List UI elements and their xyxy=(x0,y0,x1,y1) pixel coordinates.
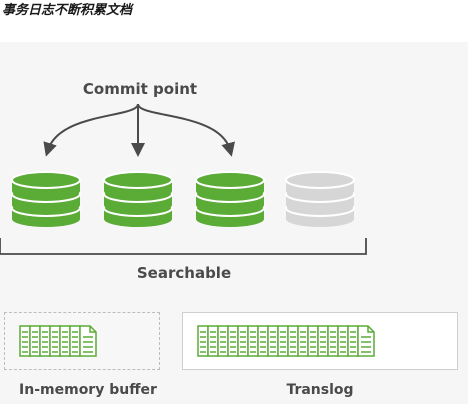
buffer-doc-1 xyxy=(19,325,31,357)
segment-1 xyxy=(11,171,81,227)
buffer-doc-2 xyxy=(29,325,41,357)
translog-doc-1 xyxy=(197,325,209,357)
translog-doc-14 xyxy=(327,325,339,357)
in-memory-buffer-label: In-memory buffer xyxy=(19,382,157,398)
segments xyxy=(11,171,355,227)
translog-doc-9 xyxy=(277,325,289,357)
translog-doc-7 xyxy=(257,325,269,357)
translog-doc-6 xyxy=(247,325,259,357)
translog-doc-3 xyxy=(217,325,229,357)
searchable-label: Searchable xyxy=(136,264,232,282)
translog-docs xyxy=(197,325,375,357)
segment-3 xyxy=(195,171,265,227)
translog-doc-4 xyxy=(227,325,239,357)
buffer-doc-3 xyxy=(39,325,51,357)
translog-doc-13 xyxy=(317,325,329,357)
segment-2 xyxy=(103,171,173,227)
translog-doc-15 xyxy=(337,325,349,357)
translog-box xyxy=(182,312,458,370)
translog-label: Translog xyxy=(286,382,354,398)
translog-doc-12 xyxy=(307,325,319,357)
buffer-doc-last-page xyxy=(79,325,97,357)
translog-doc-8 xyxy=(267,325,279,357)
translog-doc-11 xyxy=(297,325,309,357)
translog-doc-16 xyxy=(347,325,359,357)
segment-4 xyxy=(285,171,355,227)
translog-doc-2 xyxy=(207,325,219,357)
arrow-to-segment-3 xyxy=(137,103,235,157)
searchable-bracket xyxy=(0,238,367,255)
commit-arrows xyxy=(43,103,235,157)
arrow-to-segment-1 xyxy=(43,103,139,157)
buffer-doc-6 xyxy=(69,325,81,357)
translog-doc-5 xyxy=(237,325,249,357)
translog-doc-last-page xyxy=(357,325,375,357)
buffer-doc-4 xyxy=(49,325,61,357)
buffer-doc-5 xyxy=(59,325,71,357)
buffer-docs xyxy=(19,325,97,357)
caption: 事务日志不断积累文档 xyxy=(2,3,133,18)
translog-doc-10 xyxy=(287,325,299,357)
commit-point-label: Commit point xyxy=(82,80,198,98)
